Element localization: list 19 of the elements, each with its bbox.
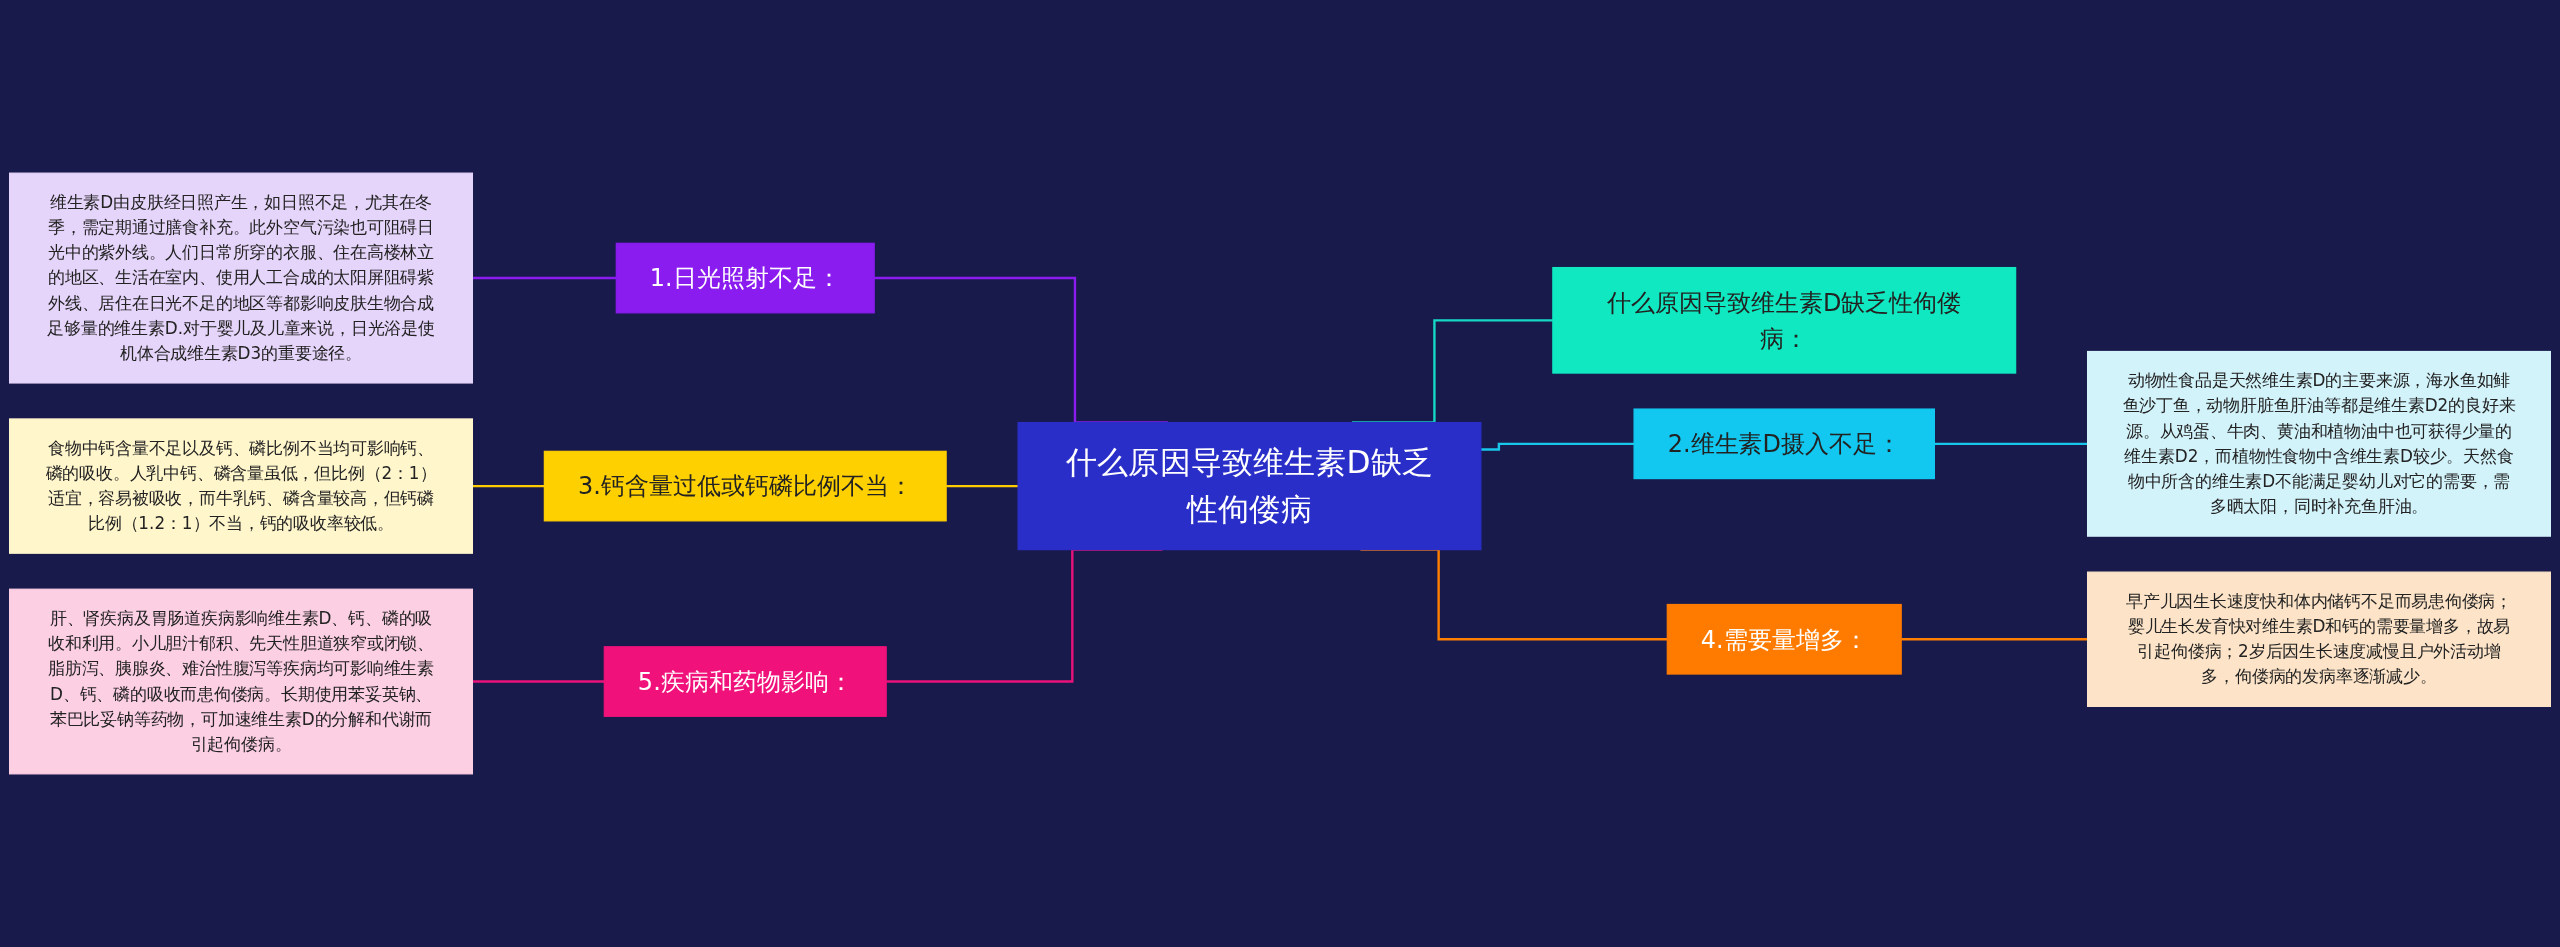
connector [1934, 442, 2088, 445]
node-box: 3.钙含量过低或钙磷比例不当： [543, 450, 947, 522]
node-box: 动物性食品是天然维生素D的主要来源，海水鱼如鲱鱼沙丁鱼，动物肝脏鱼肝油等都是维生素D2的良好来源。从鸡蛋、牛肉、黄油和植物油中也可获得少量的维生素D2，而植物性食物中含维生素D较少。天然食物中所含的维生素D不能满足婴幼儿对它的需要，需多晒太阳，同时补充鱼肝油。 [2087, 350, 2551, 537]
connector [1480, 442, 1635, 451]
node-box: 2.维生素D摄入不足： [1633, 408, 1935, 480]
node-box: 食物中钙含量不足以及钙、磷比例不当均可影响钙、磷的吸收。人乳中钙、磷含量虽低，但比例（2：1）适宜，容易被吸收，而牛乳钙、磷含量较高，但钙磷比例（1.2：1）不当，钙的吸收率较低。 [9, 418, 473, 554]
node-box: 什么原因导致维生素D缺乏性佝偻病 [1017, 421, 1482, 551]
connector [472, 484, 545, 488]
connector [472, 276, 617, 280]
connector [472, 680, 605, 683]
node-box: 早产儿因生长速度快和体内储钙不足而易患佝偻病；婴儿生长发育快对维生素D和钙的需要量增多，故易引起佝偻病；2岁后因生长速度减慢且户外活动增多，佝偻病的发病率逐渐减少。 [2087, 571, 2551, 707]
connector [1901, 638, 2088, 641]
node-box: 什么原因导致维生素D缺乏性佝偻病： [1552, 266, 2017, 374]
node-box: 5.疾病和药物影响： [603, 646, 887, 717]
node-box: 1.日光照射不足： [615, 242, 875, 314]
node-box: 肝、肾疾病及胃肠道疾病影响维生素D、钙、磷的吸收和利用。小儿胆汁郁积、先天性胆道狭窄或闭锁、脂肪泻、胰腺炎、难治性腹泻等疾病均可影响维生素D、钙、磷的吸收而患佝偻病。长期使用苯妥英钠、苯巴比妥钠等药物，可加速维生素D的分解和代谢而引起佝偻病。 [9, 588, 473, 775]
connector [946, 484, 1019, 488]
node-box: 4.需要量增多： [1666, 603, 1902, 675]
node-box: 维生素D由皮肤经日照产生，如日照不足，尤其在冬季，需定期通过膳食补充。此外空气污染也可阻碍日光中的紫外线。人们日常所穿的衣服、住在高楼林立的地区、生活在室内、使用人工合成的太阳屏阻碍紫外线、居住在日光不足的地区等都影响皮肤生物合成足够量的维生素D.对于婴儿及儿童来说，日光浴是使机体合成维生素D3的重要途径。 [9, 172, 473, 384]
